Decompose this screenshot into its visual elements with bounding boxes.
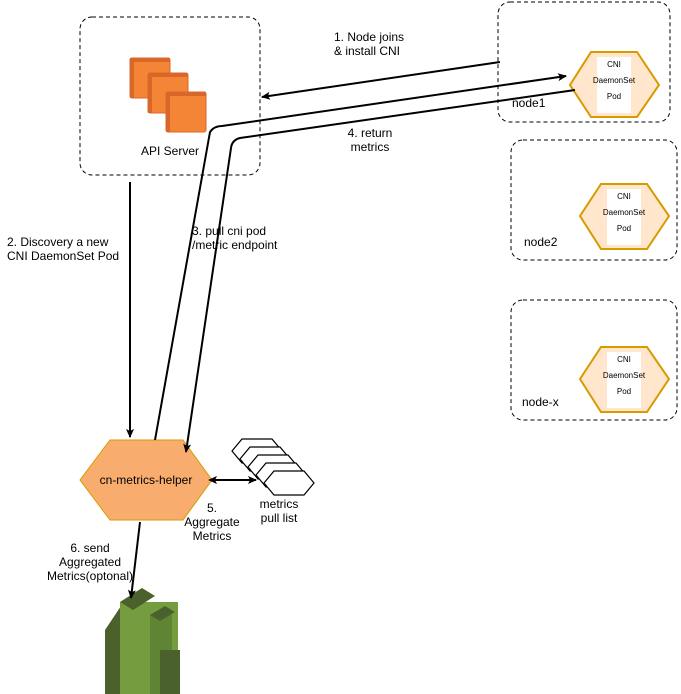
- arrow-node-joins: [261, 61, 501, 100]
- node-x-pod-hexagon: [578, 346, 671, 413]
- api-server-icon: [129, 57, 207, 133]
- step5-label: 5. Aggregate Metrics: [184, 501, 240, 543]
- step4-label: 4. return metrics: [347, 126, 393, 154]
- arrow-return-metrics: [183, 89, 576, 453]
- node2-pod-label: CNI DaemonSet Pod: [602, 192, 646, 233]
- api-server-label: API Server: [140, 144, 200, 158]
- node1-pod-hexagon: [568, 51, 661, 118]
- node1-label: node1: [512, 96, 546, 110]
- api-server-container: [79, 16, 261, 176]
- node-x-label: node-x: [522, 395, 559, 409]
- node-x-container: [510, 299, 678, 421]
- metrics-pull-list-icon: [231, 438, 315, 496]
- node2-container: [510, 139, 678, 261]
- step1-label: 1. Node joins & install CNI: [334, 30, 405, 58]
- cloudwatch-icon: [105, 588, 180, 694]
- node1-pod-label: CNI DaemonSet Pod: [592, 60, 636, 101]
- node-x-pod-label: CNI DaemonSet Pod: [602, 355, 646, 396]
- node2-label: node2: [524, 235, 558, 249]
- arrow-send-aggregated: [127, 521, 141, 599]
- step2-label: 2. Discovery a new CNI DaemonSet Pod: [7, 235, 120, 263]
- step3-label: 3. pull cni pod /metric endpoint: [192, 224, 278, 252]
- metrics-pull-list-label: metrics pull list: [259, 497, 299, 525]
- cn-metrics-helper-label: cn-metrics-helper: [99, 473, 193, 487]
- node1-container: [497, 1, 671, 123]
- cn-metrics-helper-hexagon: [79, 439, 213, 521]
- node2-pod-hexagon: [578, 183, 671, 250]
- arrow-pull-metrics: [154, 73, 567, 441]
- step6-label: 6. send Aggregated Metrics(optonal): [46, 541, 134, 583]
